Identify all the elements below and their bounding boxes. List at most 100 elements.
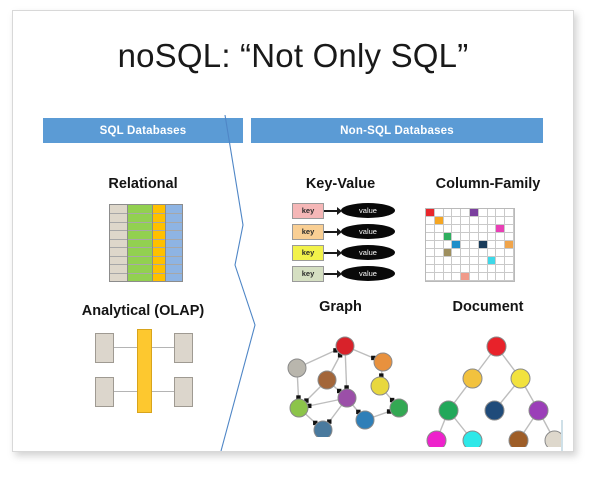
grid-cell — [461, 233, 470, 241]
graph-node — [544, 430, 561, 447]
grid-cell — [443, 225, 453, 233]
graph-network-graphic — [287, 336, 408, 437]
grid-cell — [461, 265, 470, 273]
grid-cell — [443, 273, 453, 281]
header-sql-label: SQL Databases — [99, 124, 187, 137]
header-sql-databases: SQL Databases — [43, 118, 243, 143]
grid-cell — [461, 257, 470, 265]
graph-edge-arrow-icon — [356, 409, 361, 415]
value-ellipse: value — [341, 245, 395, 260]
column-family-label: Column-Family — [435, 176, 541, 192]
grid-cell — [452, 257, 462, 265]
graph-edge-arrow-icon — [337, 353, 343, 358]
grid-cell — [434, 273, 444, 281]
graph-node — [508, 430, 529, 447]
olap-graphic — [95, 329, 193, 413]
graph-node — [373, 352, 393, 372]
grid-cell — [487, 249, 497, 257]
graph-node — [287, 358, 307, 378]
grid-cell — [478, 225, 488, 233]
grid-cell — [496, 265, 506, 273]
grid-cell — [443, 241, 453, 249]
olap-box — [174, 377, 193, 407]
graph-edge-arrow-icon — [307, 403, 312, 409]
graph-edge-arrow-icon — [344, 385, 349, 390]
grid-cell — [443, 257, 453, 265]
grid-cell — [470, 225, 479, 233]
olap-box — [95, 333, 114, 363]
grid-cell — [443, 249, 453, 257]
grid-cell — [461, 225, 470, 233]
grid-cell — [461, 217, 470, 225]
graph-node — [484, 400, 505, 421]
graph-node — [289, 398, 309, 418]
key-box: key — [292, 223, 324, 240]
graph-edge-arrow-icon — [296, 395, 301, 400]
panel-document: Document — [413, 299, 563, 447]
grid-cell — [470, 233, 479, 241]
relational-column — [153, 205, 167, 281]
grid-cell — [496, 209, 506, 217]
value-ellipse: value — [341, 224, 395, 239]
olap-center-bar — [137, 329, 152, 413]
grid-cell — [461, 249, 470, 257]
grid-cell — [434, 249, 444, 257]
grid-cell — [434, 257, 444, 265]
grid-cell — [461, 273, 470, 281]
grid-cell — [452, 233, 462, 241]
grid-cell — [470, 273, 479, 281]
grid-cell — [505, 257, 514, 265]
graph-edge-arrow-icon — [313, 420, 318, 426]
grid-cell — [426, 273, 435, 281]
grid-cell — [505, 273, 514, 281]
graph-node — [438, 400, 459, 421]
grid-cell — [426, 241, 435, 249]
analytical-label: Analytical (OLAP) — [81, 303, 205, 319]
grid-cell — [434, 217, 444, 225]
grid-cell — [478, 217, 488, 225]
grid-cell — [426, 257, 435, 265]
grid-cell — [426, 265, 435, 273]
key-value-pair: key value — [292, 223, 395, 240]
grid-cell — [478, 265, 488, 273]
graph-edge-arrow-icon — [379, 373, 384, 378]
graph-node — [462, 368, 483, 389]
grid-cell — [434, 241, 444, 249]
graph-label: Graph — [319, 299, 362, 315]
grid-cell — [470, 265, 479, 273]
relational-column — [110, 205, 129, 281]
graph-edge-arrow-icon — [371, 355, 376, 361]
column-family-grid-graphic — [425, 208, 515, 282]
grid-cell — [434, 225, 444, 233]
graph-node — [486, 336, 507, 357]
grid-cell — [443, 217, 453, 225]
relational-column — [166, 205, 182, 281]
grid-cell — [496, 217, 506, 225]
grid-cell — [478, 249, 488, 257]
graph-node — [510, 368, 531, 389]
grid-cell — [434, 265, 444, 273]
graph-node — [426, 430, 447, 447]
grid-cell — [461, 241, 470, 249]
relational-column — [128, 205, 154, 281]
graph-node — [370, 376, 390, 396]
grid-cell — [461, 209, 470, 217]
grid-cell — [443, 209, 453, 217]
grid-cell — [496, 233, 506, 241]
grid-cell — [505, 249, 514, 257]
arrow-icon — [324, 227, 342, 236]
grid-cell — [434, 209, 444, 217]
grid-cell — [452, 241, 462, 249]
graph-node — [313, 420, 333, 437]
graph-edge-arrow-icon — [333, 348, 338, 353]
graph-node — [317, 370, 337, 390]
grid-cell — [470, 217, 479, 225]
grid-cell — [452, 225, 462, 233]
graph-edge-arrow-icon — [304, 398, 309, 403]
grid-cell — [470, 241, 479, 249]
panel-relational: Relational — [43, 176, 243, 296]
